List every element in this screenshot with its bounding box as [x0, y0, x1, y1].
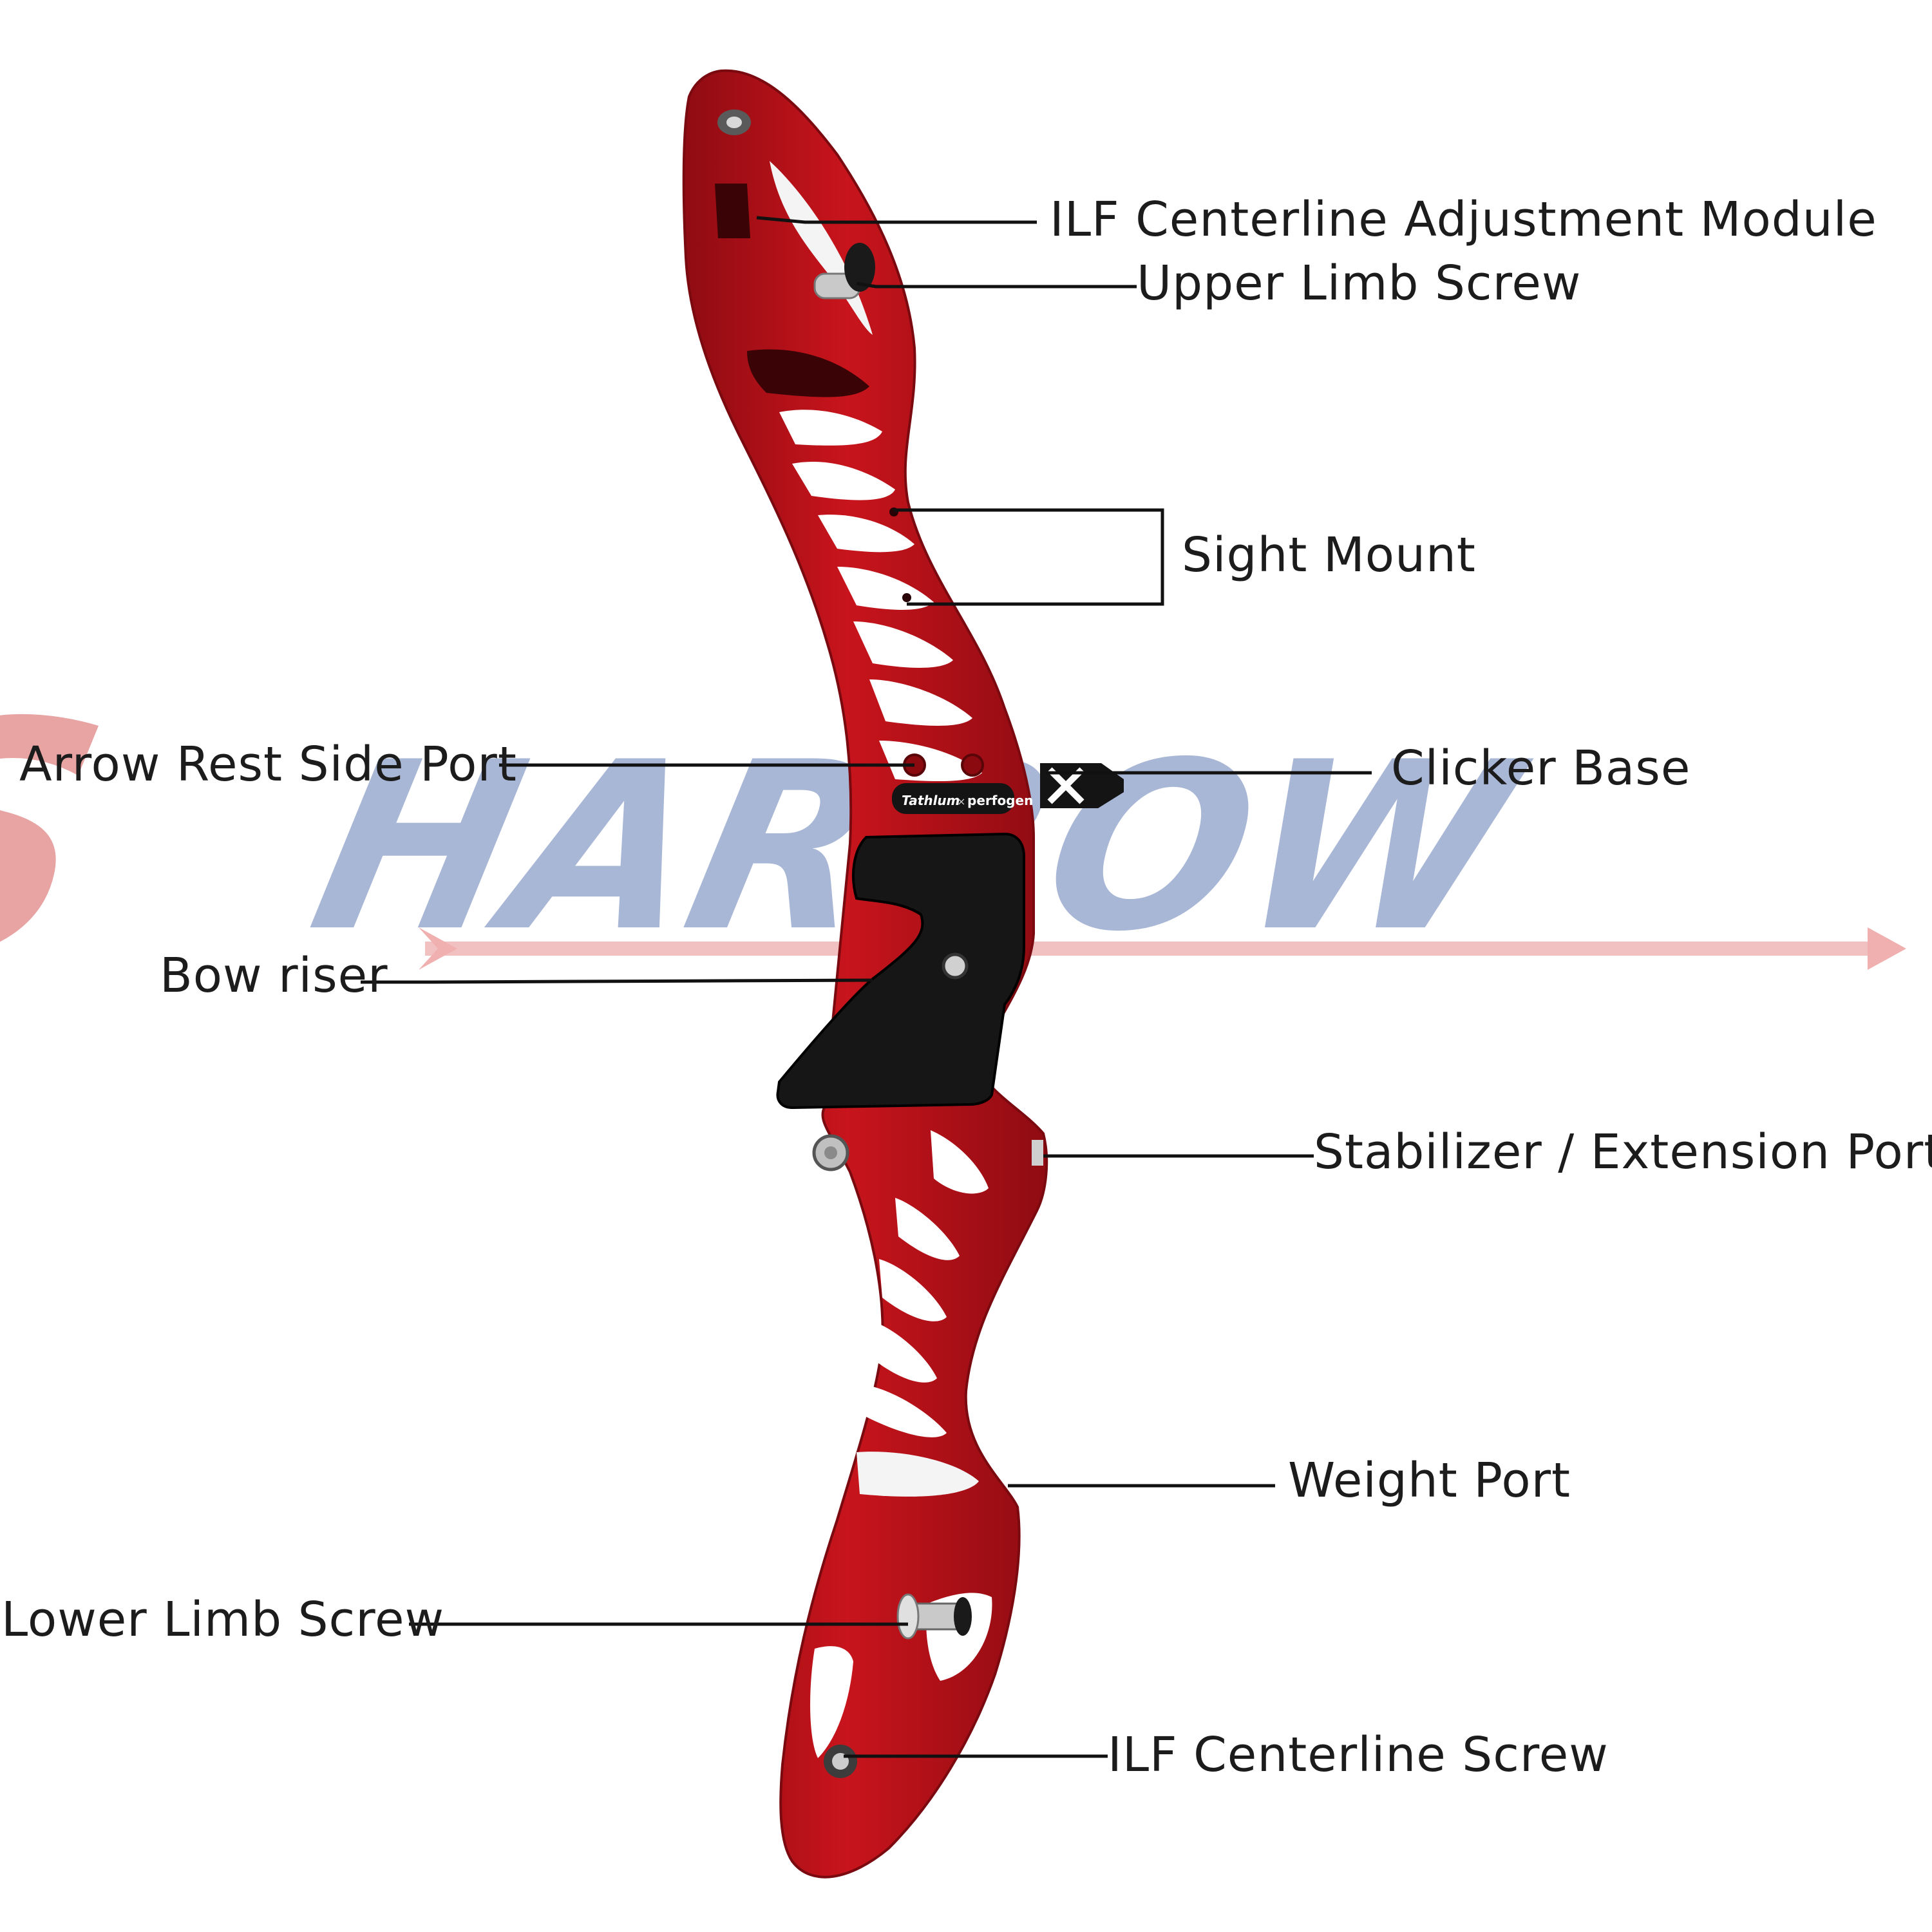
label-stabilizer-extension-port: Stabilizer / Extension Port — [1314, 1124, 1932, 1180]
watermark-arrow — [419, 927, 1906, 970]
svg-text:perfogen: perfogen — [967, 793, 1033, 808]
rest-port-hole-2 — [961, 753, 984, 777]
grip-screw — [942, 952, 969, 980]
upper-limb-screw-part — [717, 109, 875, 299]
leader-ilf-adjustment — [756, 216, 1037, 224]
label-ilf-centerline-screw: ILF Centerline Screw — [1108, 1727, 1609, 1783]
label-upper-limb-screw: Upper Limb Screw — [1137, 256, 1582, 311]
svg-text:Tathlum: Tathlum — [902, 793, 960, 808]
leader-bow-riser — [361, 978, 873, 984]
leader-upper-limb-screw — [856, 281, 1137, 289]
svg-text:×: × — [957, 795, 965, 808]
label-clicker-base: Clicker Base — [1391, 741, 1691, 796]
label-weight-port: Weight Port — [1288, 1453, 1571, 1508]
lower-limb-screw-part — [896, 1593, 972, 1640]
sight-mount-hole-lower — [902, 593, 911, 602]
lower-cutouts — [810, 1130, 992, 1758]
label-ilf-centerline-adjustment-module: ILF Centerline Adjustment Module — [1050, 192, 1877, 247]
leader-sight-mount — [894, 508, 1164, 606]
upper-cutouts — [715, 161, 982, 781]
riser-body — [682, 69, 1048, 1879]
grip — [776, 832, 1025, 1110]
label-arrow-rest-side-port: Arrow Rest Side Port — [19, 737, 517, 792]
stabilizer-bolt — [812, 1134, 1043, 1171]
brand-plate: Tathlum × perfogen — [892, 783, 1033, 814]
label-sight-mount: Sight Mount — [1182, 527, 1476, 583]
label-bow-riser: Bow riser — [160, 948, 388, 1003]
label-lower-limb-screw: Lower Limb Screw — [1, 1592, 445, 1647]
